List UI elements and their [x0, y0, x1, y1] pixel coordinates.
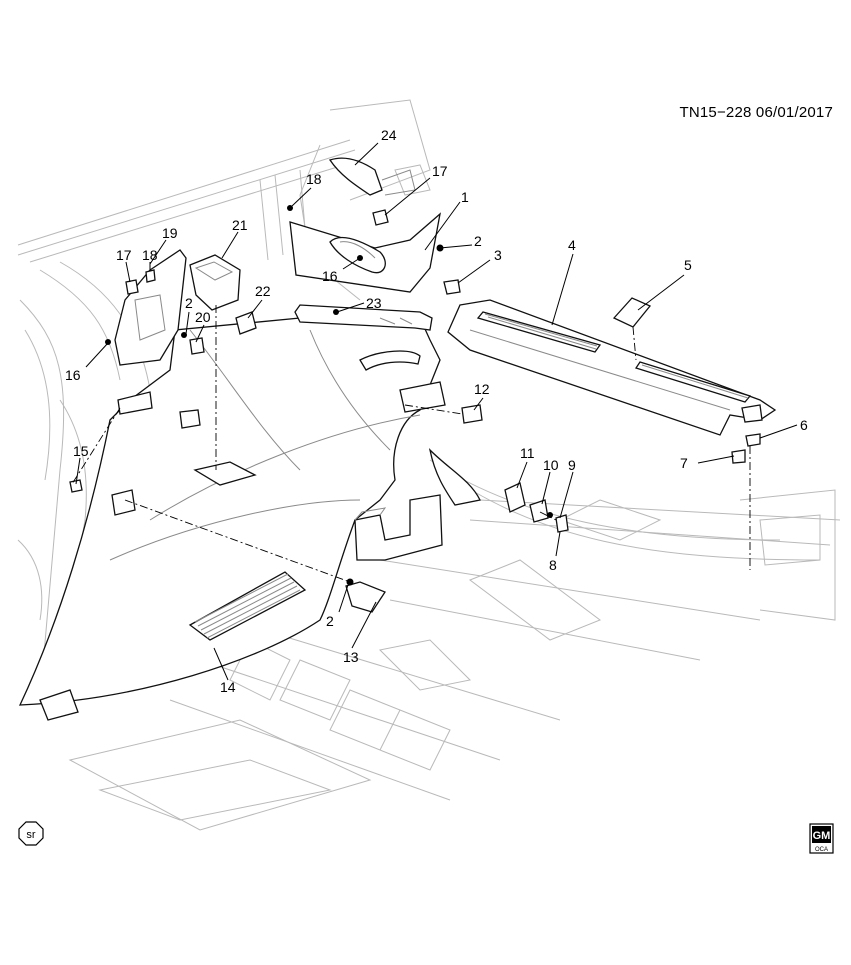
svg-text:GM: GM	[813, 830, 831, 842]
drawing-reference: TN15−228 06/01/2017	[679, 104, 833, 121]
upper-trim-rail	[294, 304, 433, 331]
callout-20: 20	[195, 309, 211, 325]
callout-10: 10	[543, 457, 559, 473]
callout-16: 16	[65, 367, 81, 383]
callout-22: 22	[255, 283, 271, 299]
callout-24: 24	[381, 127, 397, 143]
callout-16: 16	[322, 268, 338, 284]
callout-7: 7	[680, 455, 688, 471]
storage-bracket	[354, 448, 481, 561]
callout-2: 2	[474, 233, 482, 249]
callout-3: 3	[494, 247, 502, 263]
callout-23: 23	[366, 295, 382, 311]
doc-date: 06/01/2017	[755, 104, 833, 121]
callout-12: 12	[474, 381, 490, 397]
sr-badge: sr	[18, 821, 44, 846]
callout-11: 11	[520, 445, 535, 461]
b-pillar-trim	[114, 249, 187, 366]
callout-17: 17	[116, 247, 132, 263]
vehicle-body-outline	[17, 99, 841, 831]
svg-text:OCA: OCA	[815, 847, 828, 853]
callout-2: 2	[185, 295, 193, 311]
callout-2: 2	[326, 613, 334, 629]
gm-oca-logo: GM OCA	[809, 823, 834, 854]
callout-14: 14	[220, 679, 236, 695]
callout-19: 19	[162, 225, 178, 241]
callout-18: 18	[142, 247, 158, 263]
callout-9: 9	[568, 457, 576, 473]
callout-labels: 24 17 18 1 2 3 21 19 17 18 16 4 5 22 23 …	[65, 127, 808, 695]
vent-cover	[612, 297, 652, 361]
callout-6: 6	[800, 417, 808, 433]
doc-number: TN15−228	[679, 104, 752, 121]
upper-bracket	[328, 157, 416, 196]
alignment-lines	[71, 404, 751, 583]
upper-quarter-panel	[289, 212, 441, 293]
leader-lines	[75, 142, 798, 681]
callout-15: 15	[73, 443, 89, 459]
callout-17: 17	[432, 163, 448, 179]
callout-5: 5	[684, 257, 692, 273]
svg-text:sr: sr	[26, 829, 36, 841]
callout-13: 13	[343, 649, 359, 665]
callout-8: 8	[549, 557, 557, 573]
callout-4: 4	[568, 237, 576, 253]
callout-1: 1	[461, 189, 469, 205]
quarter-trim-panel	[18, 311, 446, 721]
rear-window-trim-panel	[447, 299, 777, 436]
callout-21: 21	[232, 217, 248, 233]
callout-18: 18	[306, 171, 322, 187]
storage-bin	[189, 254, 241, 470]
